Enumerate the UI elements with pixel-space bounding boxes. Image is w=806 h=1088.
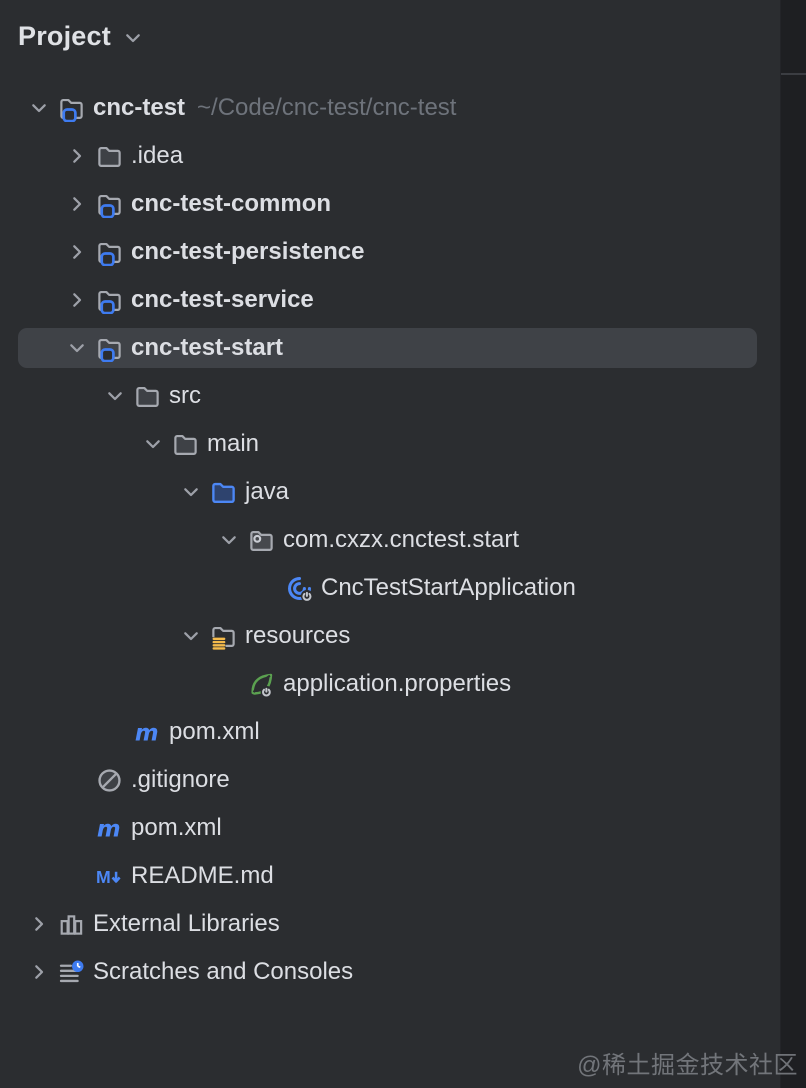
svg-text:m: m (135, 720, 159, 746)
tree-item-path-hint: ~/Code/cnc-test/cnc-test (197, 94, 457, 121)
folder-icon (172, 431, 199, 458)
chevron-down-icon[interactable] (172, 622, 210, 650)
tree-item-label: .gitignore (131, 766, 230, 793)
tree-row-readme-md[interactable]: M README.md (0, 852, 780, 900)
editor-edge-strip (780, 0, 806, 1088)
chevron-icon (248, 574, 286, 602)
tree-item-label: com.cxzx.cnctest.start (283, 526, 520, 553)
tree-item-label: resources (245, 622, 351, 649)
tree-item-label: CncTestStartApplication (321, 574, 576, 601)
libraries-icon (58, 911, 85, 938)
chevron-right-icon[interactable] (20, 958, 58, 986)
maven-icon: m (134, 719, 161, 746)
tree-item-label: java (245, 478, 290, 505)
panel-title: Project (18, 20, 111, 51)
resources-folder-icon (210, 623, 237, 650)
markdown-icon: M (96, 863, 123, 890)
tree-item-label: cnc-test-start (131, 334, 284, 361)
tree-row-cncteststartapplication[interactable]: CncTestStartApplication (0, 564, 780, 612)
tree-item-label: Scratches and Consoles (93, 958, 354, 985)
tree-item-label: External Libraries (93, 910, 280, 937)
tree-item-label: cnc-test (93, 94, 186, 121)
tree-item-label: cnc-test-common (131, 190, 332, 217)
module-folder-icon (96, 335, 123, 362)
tree-row-src[interactable]: src (0, 372, 780, 420)
chevron-icon (96, 718, 134, 746)
folder-icon (96, 143, 123, 170)
chevron-right-icon[interactable] (20, 910, 58, 938)
sources-folder-icon (210, 479, 237, 506)
spring-boot-class-icon (286, 575, 313, 602)
chevron-icon (58, 862, 96, 890)
chevron-icon (58, 766, 96, 794)
chevron-down-icon[interactable] (134, 430, 172, 458)
project-tool-window: Project cnc-test ~/Code/cnc-test/cnc-tes… (0, 16, 780, 996)
chevron-right-icon[interactable] (58, 142, 96, 170)
chevron-down-icon (121, 26, 145, 50)
tree-row-cnc-test[interactable]: cnc-test ~/Code/cnc-test/cnc-test (0, 84, 780, 132)
tree-item-label: pom.xml (169, 718, 260, 745)
module-folder-icon (96, 239, 123, 266)
module-folder-icon (96, 191, 123, 218)
tree-row-cnc-test-persistence[interactable]: cnc-test-persistence (0, 228, 780, 276)
chevron-icon (58, 814, 96, 842)
tree-row-pom-xml[interactable]: m pom.xml (0, 804, 780, 852)
tree-row-java[interactable]: java (0, 468, 780, 516)
tree-row-com-cxzx-cnctest-start[interactable]: com.cxzx.cnctest.start (0, 516, 780, 564)
tree-item-label: cnc-test-persistence (131, 238, 365, 265)
chevron-down-icon[interactable] (172, 478, 210, 506)
tree-row-pom-xml[interactable]: m pom.xml (0, 708, 780, 756)
svg-text:m: m (97, 816, 121, 842)
spring-config-icon (248, 671, 275, 698)
folder-icon (134, 383, 161, 410)
ignored-file-icon (96, 767, 123, 794)
tree-row-external-libraries[interactable]: External Libraries (0, 900, 780, 948)
maven-icon: m (96, 815, 123, 842)
tree-row-resources[interactable]: resources (0, 612, 780, 660)
project-tree: cnc-test ~/Code/cnc-test/cnc-test .idea … (0, 84, 780, 996)
chevron-right-icon[interactable] (58, 190, 96, 218)
tree-row--idea[interactable]: .idea (0, 132, 780, 180)
tree-row-cnc-test-service[interactable]: cnc-test-service (0, 276, 780, 324)
scratches-icon (58, 959, 85, 986)
tree-item-label: pom.xml (131, 814, 222, 841)
tree-row-application-properties[interactable]: application.properties (0, 660, 780, 708)
chevron-down-icon[interactable] (210, 526, 248, 554)
tree-item-label: application.properties (283, 670, 512, 697)
tree-item-label: main (207, 430, 260, 457)
tree-item-label: .idea (131, 142, 184, 169)
chevron-down-icon[interactable] (96, 382, 134, 410)
package-icon (248, 527, 275, 554)
tree-row--gitignore[interactable]: .gitignore (0, 756, 780, 804)
chevron-right-icon[interactable] (58, 286, 96, 314)
chevron-icon (210, 670, 248, 698)
tree-row-scratches-and-consoles[interactable]: Scratches and Consoles (0, 948, 780, 996)
tree-item-label: README.md (131, 862, 274, 889)
svg-text:M: M (96, 866, 111, 886)
tree-item-label: src (169, 382, 201, 409)
tree-item-label: cnc-test-service (131, 286, 314, 313)
chevron-down-icon[interactable] (58, 334, 96, 362)
chevron-down-icon[interactable] (20, 94, 58, 122)
watermark-text: @稀土掘金技术社区 (577, 1052, 798, 1079)
project-view-selector[interactable]: Project (18, 16, 145, 56)
tree-row-main[interactable]: main (0, 420, 780, 468)
strip-divider (781, 73, 806, 75)
chevron-right-icon[interactable] (58, 238, 96, 266)
tree-row-cnc-test-common[interactable]: cnc-test-common (0, 180, 780, 228)
module-folder-icon (96, 287, 123, 314)
tree-row-cnc-test-start[interactable]: cnc-test-start (0, 324, 780, 372)
module-folder-icon (58, 95, 85, 122)
